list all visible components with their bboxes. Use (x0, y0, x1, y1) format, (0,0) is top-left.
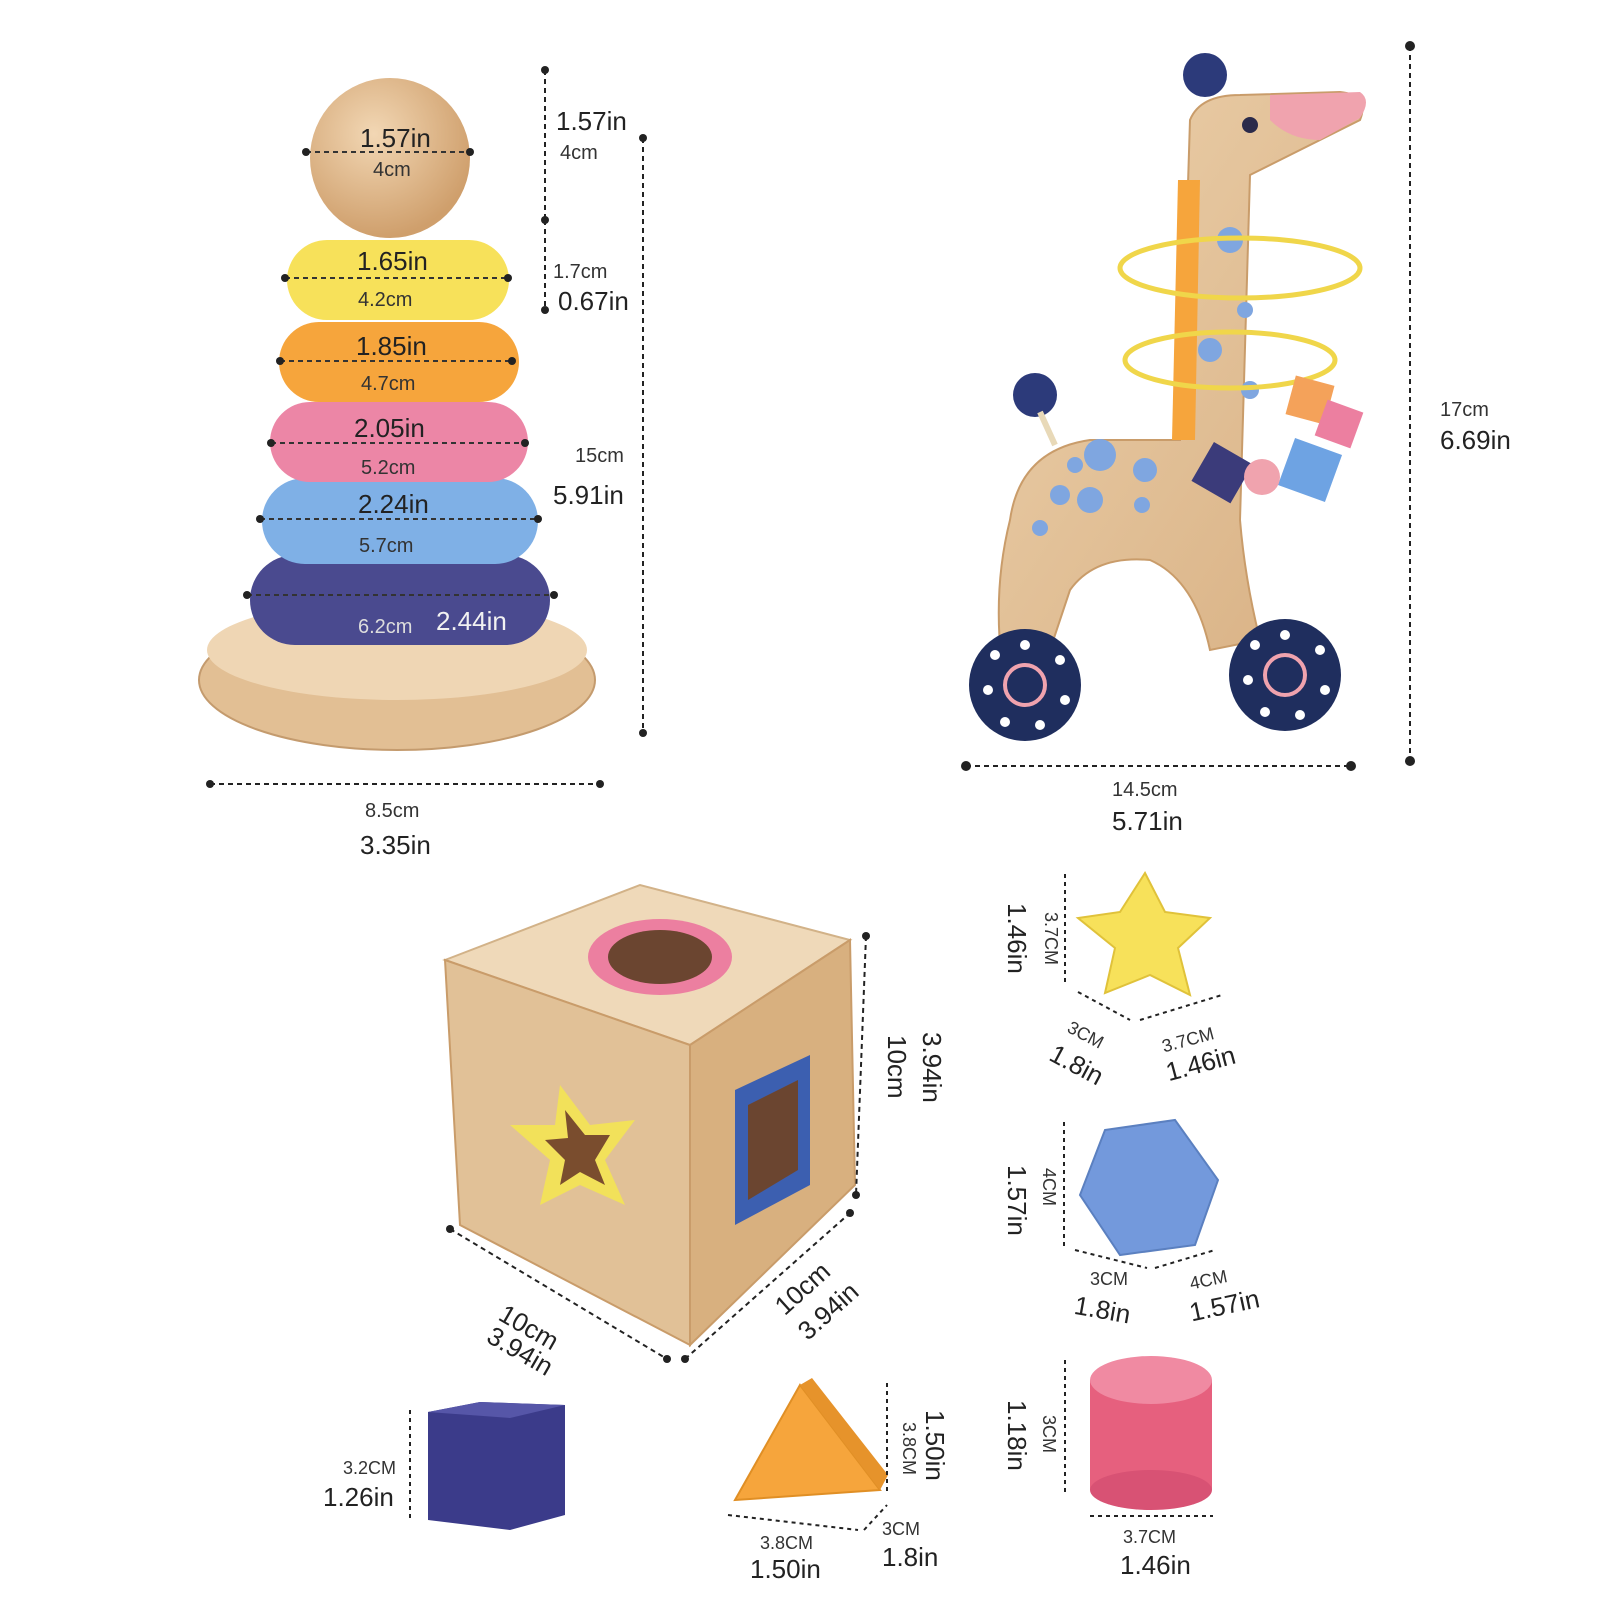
stacker-width-in: 3.35in (360, 830, 431, 860)
ring-navy (250, 555, 550, 645)
triangle-height-cm: 3.8CM (899, 1422, 919, 1476)
ball-height-cm: 4cm (560, 142, 598, 164)
ring-navy-in: 2.44in (436, 606, 507, 636)
stacker-ball (310, 78, 470, 238)
cube-height-cm: 10cm (882, 1035, 912, 1099)
ball-width-cm: 4cm (373, 159, 411, 181)
ring-blue-in: 2.24in (358, 489, 429, 519)
ring-orange-in: 1.85in (356, 331, 427, 361)
giraffe-width-cm: 14.5cm (1112, 779, 1178, 801)
triangle-side-in: 1.8in (882, 1542, 939, 1572)
hexagon-height-in: 1.57in (1002, 1165, 1032, 1236)
ring-yellow-cm: 4.2cm (358, 289, 413, 311)
hexagon-block (1063, 1118, 1220, 1269)
hexagon-height-cm: 4CM (1039, 1168, 1059, 1207)
giraffe-height-in: 6.69in (1440, 425, 1511, 455)
cylinder-width-in: 1.46in (1120, 1550, 1191, 1580)
ball-height-in: 1.57in (556, 106, 627, 136)
cylinder-height-cm: 3CM (1039, 1415, 1059, 1454)
giraffe-width-in: 5.71in (1112, 806, 1183, 836)
triangle-height-in: 1.50in (920, 1410, 950, 1481)
giraffe-wheels (969, 619, 1341, 741)
cube-block (409, 1402, 565, 1530)
cylinder-block (1064, 1356, 1213, 1517)
ring-blue-cm: 5.7cm (359, 535, 414, 557)
stacker-height-in: 5.91in (553, 480, 624, 510)
stacker-height-cm: 15cm (575, 445, 624, 467)
cylinder-width-cm: 3.7CM (1123, 1527, 1177, 1547)
ring-yellow (287, 240, 509, 320)
ring-pink-in: 2.05in (354, 413, 425, 443)
shape-sorter-cube (442, 883, 870, 1363)
triangle-width-cm: 3.8CM (760, 1533, 814, 1553)
ring-blue (262, 478, 538, 564)
stacker-width-cm: 8.5cm (365, 800, 420, 822)
triangle-side-cm: 3CM (882, 1519, 921, 1539)
star-height-cm: 3.7CM (1041, 912, 1061, 966)
ring-orange-cm: 4.7cm (361, 373, 416, 395)
cube-block-height-cm: 3.2CM (343, 1458, 397, 1478)
ring-yellow-in: 1.65in (357, 246, 428, 276)
ring-stacker (198, 66, 647, 788)
star-block (1064, 870, 1223, 1021)
ring-height-in: 0.67in (558, 286, 629, 316)
giraffe-height-cm: 17cm (1440, 399, 1489, 421)
ring-height-cm: 1.7cm (553, 261, 608, 283)
ball-width-in: 1.57in (360, 123, 431, 153)
cube-height-in: 3.94in (917, 1032, 947, 1103)
star-height-in: 1.46in (1002, 903, 1032, 974)
ring-pink-cm: 5.2cm (361, 457, 416, 479)
cube-block-height-in: 1.26in (323, 1482, 394, 1512)
triangle-block (727, 1378, 888, 1531)
triangle-width-in: 1.50in (750, 1554, 821, 1584)
ring-navy-cm: 6.2cm (358, 616, 413, 638)
giraffe-bead-toy (961, 41, 1415, 771)
hexagon-side-cm: 3CM (1090, 1269, 1129, 1289)
cylinder-height-in: 1.18in (1002, 1400, 1032, 1471)
